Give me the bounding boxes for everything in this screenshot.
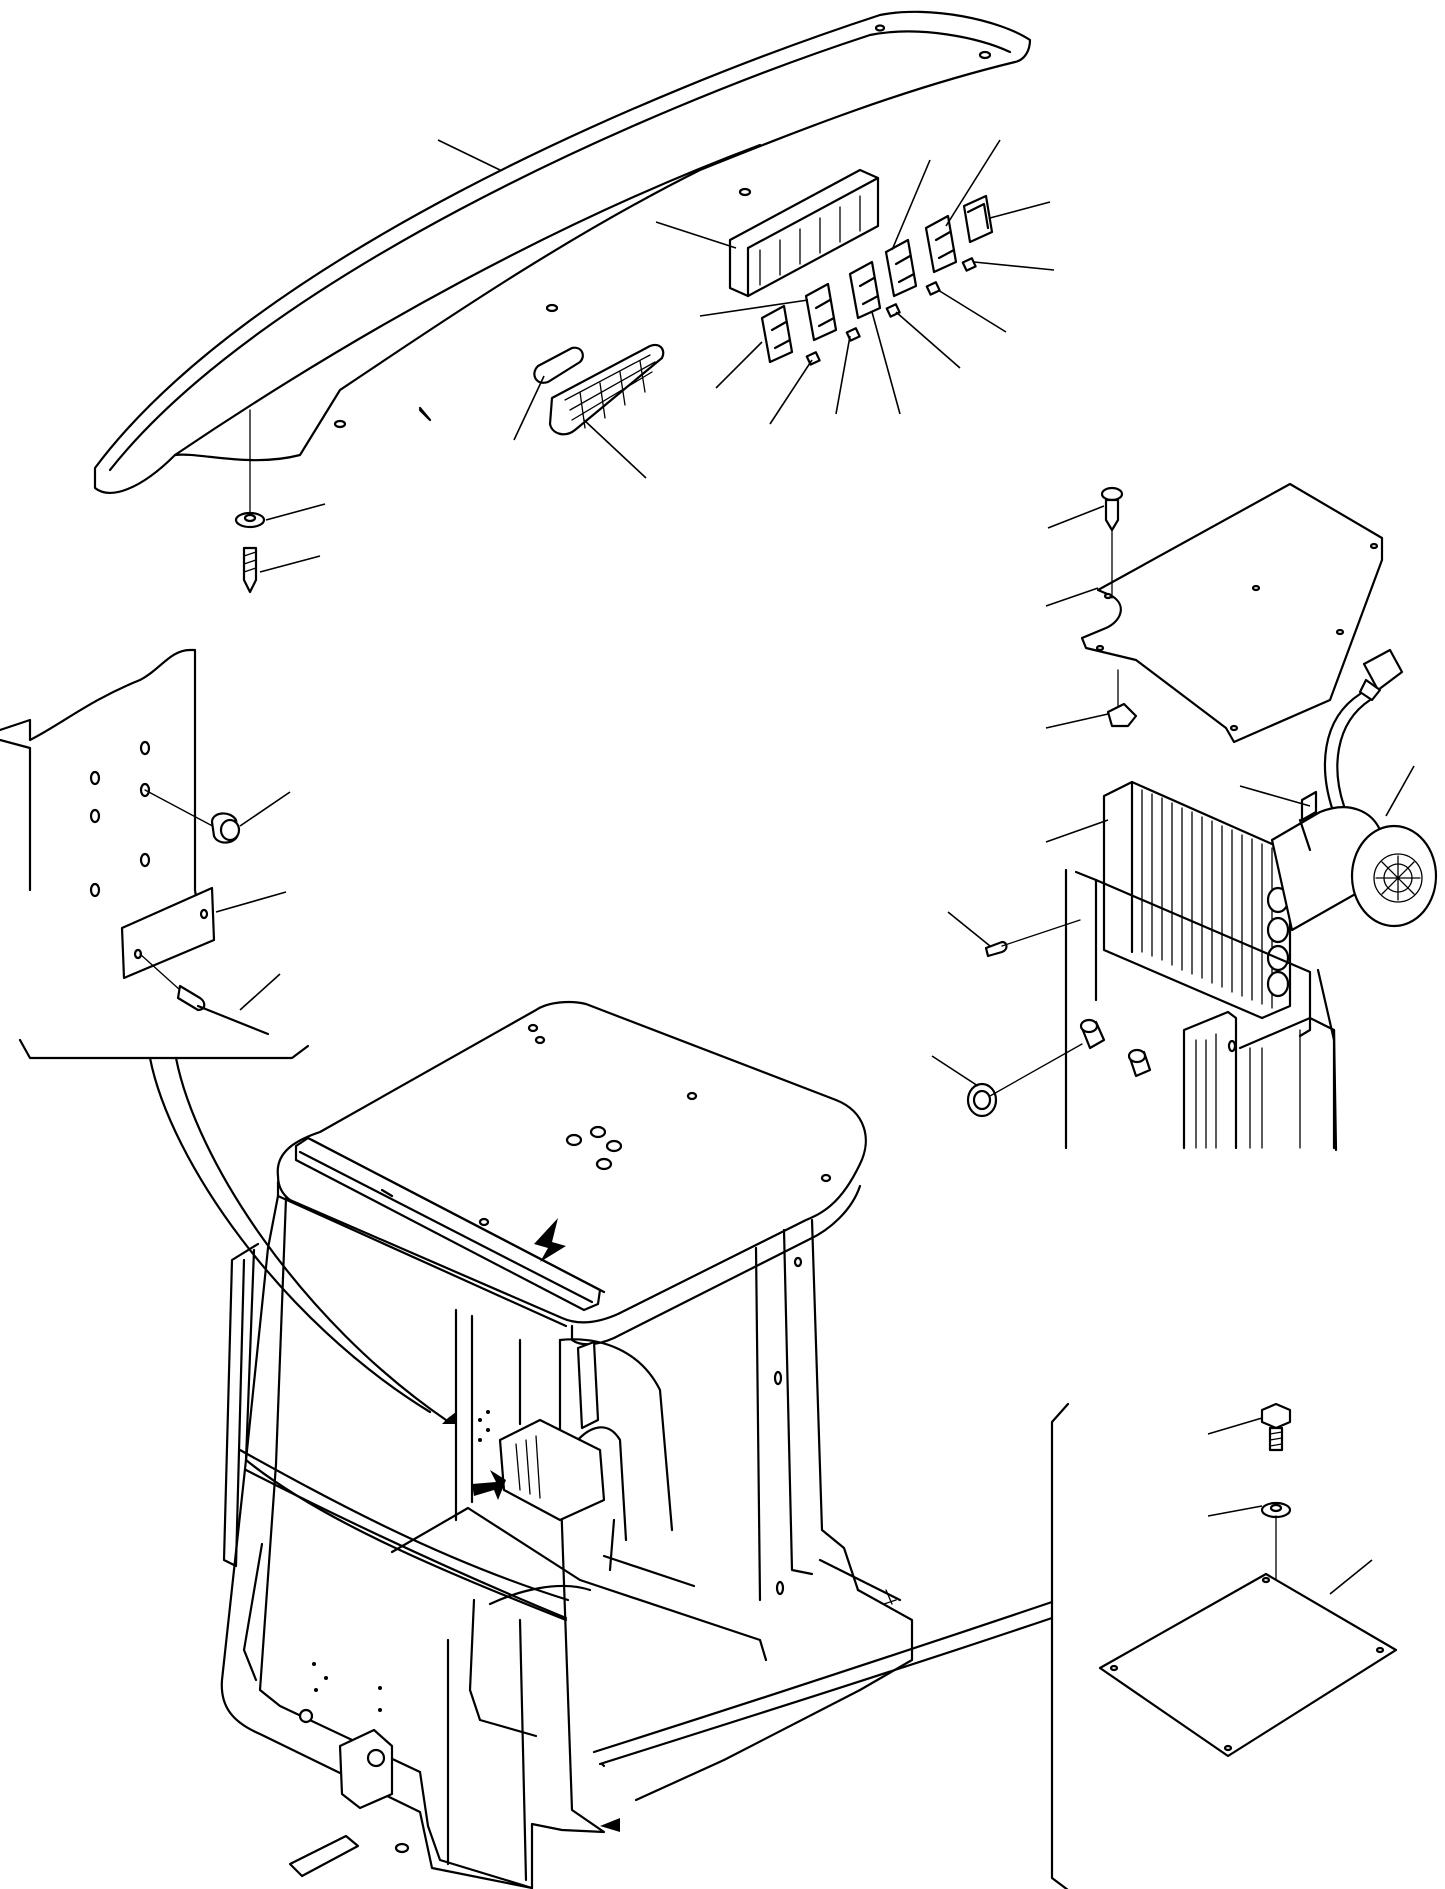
cover-clip <box>1106 702 1138 728</box>
heater-side-screw <box>984 919 1081 958</box>
pillar-holes <box>478 1410 490 1442</box>
blank-cap <box>962 194 994 244</box>
blower-motor <box>1270 790 1438 932</box>
location-arrow <box>442 1412 456 1424</box>
mounting-plate-detail <box>0 648 310 1060</box>
bushings <box>966 1018 1152 1118</box>
rocker-switch <box>884 238 918 298</box>
heater-housing <box>1064 868 1338 1152</box>
pillar-section <box>0 648 197 892</box>
blind-rivet <box>139 953 270 1036</box>
leader-lines <box>259 139 1055 573</box>
cover-plate-detail <box>1050 1402 1398 1889</box>
cover-screw <box>1100 486 1124 599</box>
heater-unit-assembly <box>931 482 1438 1152</box>
heater-core <box>1102 780 1292 1020</box>
rocker-switch-group <box>760 194 994 364</box>
access-cover-plate <box>1098 1572 1398 1758</box>
callout-leaders <box>148 1056 1054 1768</box>
switch-panel-frame <box>728 168 880 298</box>
cab-heater-box <box>498 1418 606 1522</box>
dome-lamp-lens <box>548 343 665 436</box>
rocker-switch <box>924 214 958 274</box>
rocker-switch <box>760 304 794 364</box>
cab-front-lower-parts <box>288 1662 410 1878</box>
cab-overhead-console <box>294 1136 606 1312</box>
rocker-switch <box>804 282 838 342</box>
rocker-switch <box>848 260 882 320</box>
console-mount-screw <box>234 409 266 594</box>
heater-cover-plate <box>1080 482 1384 744</box>
harness-connector <box>1323 648 1404 810</box>
location-arrow <box>472 1470 506 1500</box>
overhead-console-assembly <box>93 10 1055 594</box>
operator-cab <box>148 1000 1054 1889</box>
console-housing <box>93 10 1032 494</box>
location-arrow <box>534 1218 566 1262</box>
location-arrow <box>600 1818 620 1832</box>
cab-roof <box>276 1000 867 1324</box>
bolt-washer <box>1260 1501 1292 1519</box>
cab-front-frame <box>220 1194 606 1889</box>
hex-bolt <box>1260 1402 1292 1452</box>
cover-plate-small <box>120 886 216 980</box>
plug-cap <box>210 812 241 844</box>
lamp-bulb <box>533 346 584 384</box>
